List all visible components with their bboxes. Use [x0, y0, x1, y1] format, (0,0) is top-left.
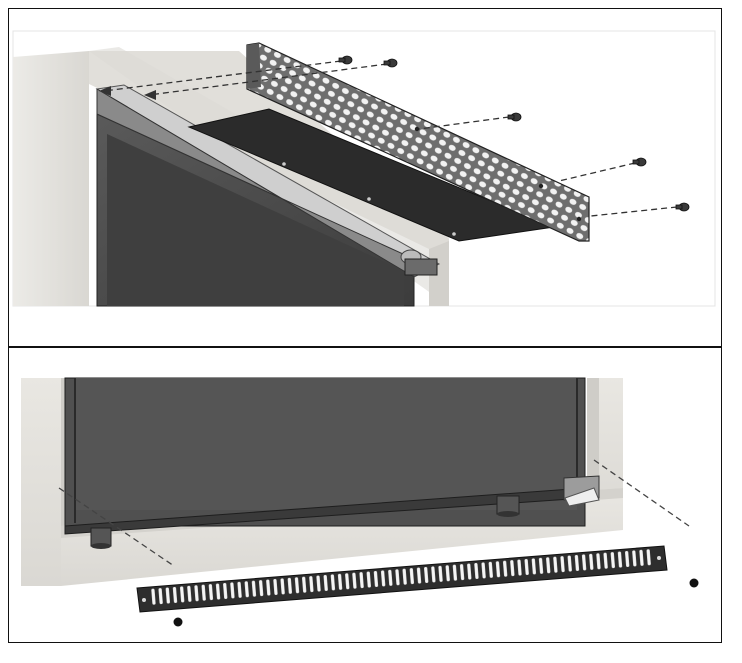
screw-icon [507, 112, 522, 122]
leveling-foot [90, 527, 112, 549]
screw-icon [689, 578, 699, 588]
screw-guide-lines [103, 60, 678, 217]
screw-icon [173, 617, 183, 627]
screw-icon [338, 55, 353, 65]
bottom-installation-illustration [21, 377, 699, 627]
appliance-front [64, 377, 600, 535]
top-vent-bracket [246, 42, 590, 242]
top-installation-illustration [12, 30, 716, 307]
bottom-installation-panel [8, 347, 722, 643]
screw-guide-lines [58, 459, 690, 567]
arrow-head-icon [99, 86, 111, 96]
arrow-head-icon [144, 90, 156, 100]
screw-icon [675, 202, 690, 212]
screw-icon [383, 58, 398, 68]
top-installation-panel [8, 8, 722, 347]
appliance-body [95, 84, 441, 307]
leveling-foot [496, 495, 520, 517]
screw-icon [632, 157, 647, 167]
bottom-grille [136, 545, 668, 613]
